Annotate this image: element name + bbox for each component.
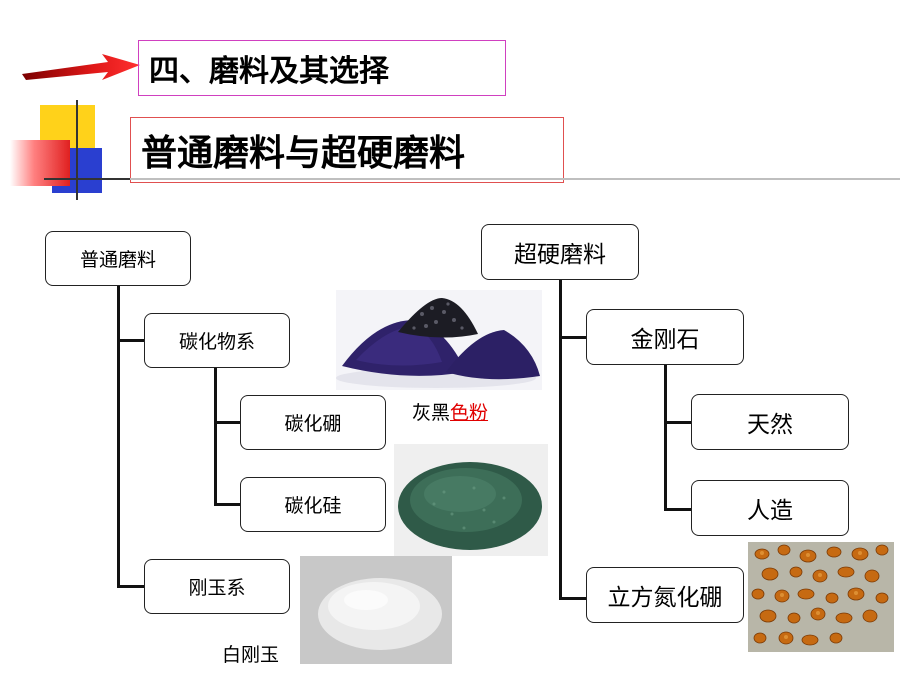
- node-diamond-label: 金刚石: [630, 327, 700, 353]
- node-superhard-abrasive-label: 超硬磨料: [514, 242, 606, 268]
- node-silicon-carbide-label: 碳化硅: [284, 495, 342, 517]
- left-branch-corundum: [117, 585, 145, 588]
- decor-hline: [44, 178, 140, 180]
- left-branch-carbide: [117, 339, 145, 342]
- decor-squares: [10, 100, 140, 210]
- node-diamond: 金刚石: [586, 309, 744, 365]
- node-synthetic-label: 人造: [747, 498, 793, 524]
- caption-gray-black-prefix: 灰黑: [412, 402, 451, 424]
- right-branch-diamond: [559, 336, 587, 339]
- white-corundum-image: [300, 556, 452, 664]
- node-boron-carbide: 碳化硼: [240, 395, 386, 450]
- node-superhard-abrasive: 超硬磨料: [481, 224, 639, 280]
- node-cbn: 立方氮化硼: [586, 567, 744, 623]
- right-branch-cbn: [559, 597, 587, 600]
- node-ordinary-abrasive: 普通磨料: [45, 231, 191, 286]
- decor-vline: [76, 100, 78, 200]
- node-corundum-series: 刚玉系: [144, 559, 290, 614]
- node-carbide-series-label: 碳化物系: [178, 331, 255, 353]
- cbn-crystals-image: [748, 542, 894, 652]
- left-trunk: [117, 286, 120, 588]
- red-arrow-icon: [22, 54, 140, 80]
- node-silicon-carbide: 碳化硅: [240, 477, 386, 532]
- caption-gray-black-suffix: 色粉: [450, 402, 489, 424]
- gray-black-powder-image: [336, 290, 542, 390]
- caption-gray-black-powder: 灰黑色粉: [412, 398, 488, 425]
- carbide-trunk: [214, 368, 217, 506]
- carbide-branch-boron: [214, 421, 241, 424]
- right-trunk: [559, 280, 562, 600]
- heading-box: 四、磨料及其选择: [138, 40, 506, 96]
- node-ordinary-abrasive-label: 普通磨料: [79, 249, 156, 271]
- subheading-box: 普通磨料与超硬磨料: [130, 117, 564, 183]
- diamond-branch-natural: [664, 421, 692, 424]
- diamond-branch-synthetic: [664, 508, 692, 511]
- caption-white-corundum-label: 白刚玉: [222, 644, 280, 666]
- silicon-carbide-powder-image: [394, 444, 548, 556]
- node-natural-label: 天然: [747, 412, 793, 438]
- node-cbn-label: 立方氮化硼: [607, 585, 723, 611]
- node-carbide-series: 碳化物系: [144, 313, 290, 368]
- carbide-branch-silicon: [214, 503, 241, 506]
- caption-white-corundum: 白刚玉: [222, 640, 279, 667]
- node-boron-carbide-label: 碳化硼: [284, 413, 342, 435]
- subheading-text: 普通磨料与超硬磨料: [141, 132, 466, 174]
- subheading-underline: [130, 178, 900, 180]
- node-corundum-series-label: 刚玉系: [188, 577, 246, 599]
- node-natural: 天然: [691, 394, 849, 450]
- node-synthetic: 人造: [691, 480, 849, 536]
- heading-text: 四、磨料及其选择: [149, 54, 389, 89]
- diamond-trunk: [664, 365, 667, 511]
